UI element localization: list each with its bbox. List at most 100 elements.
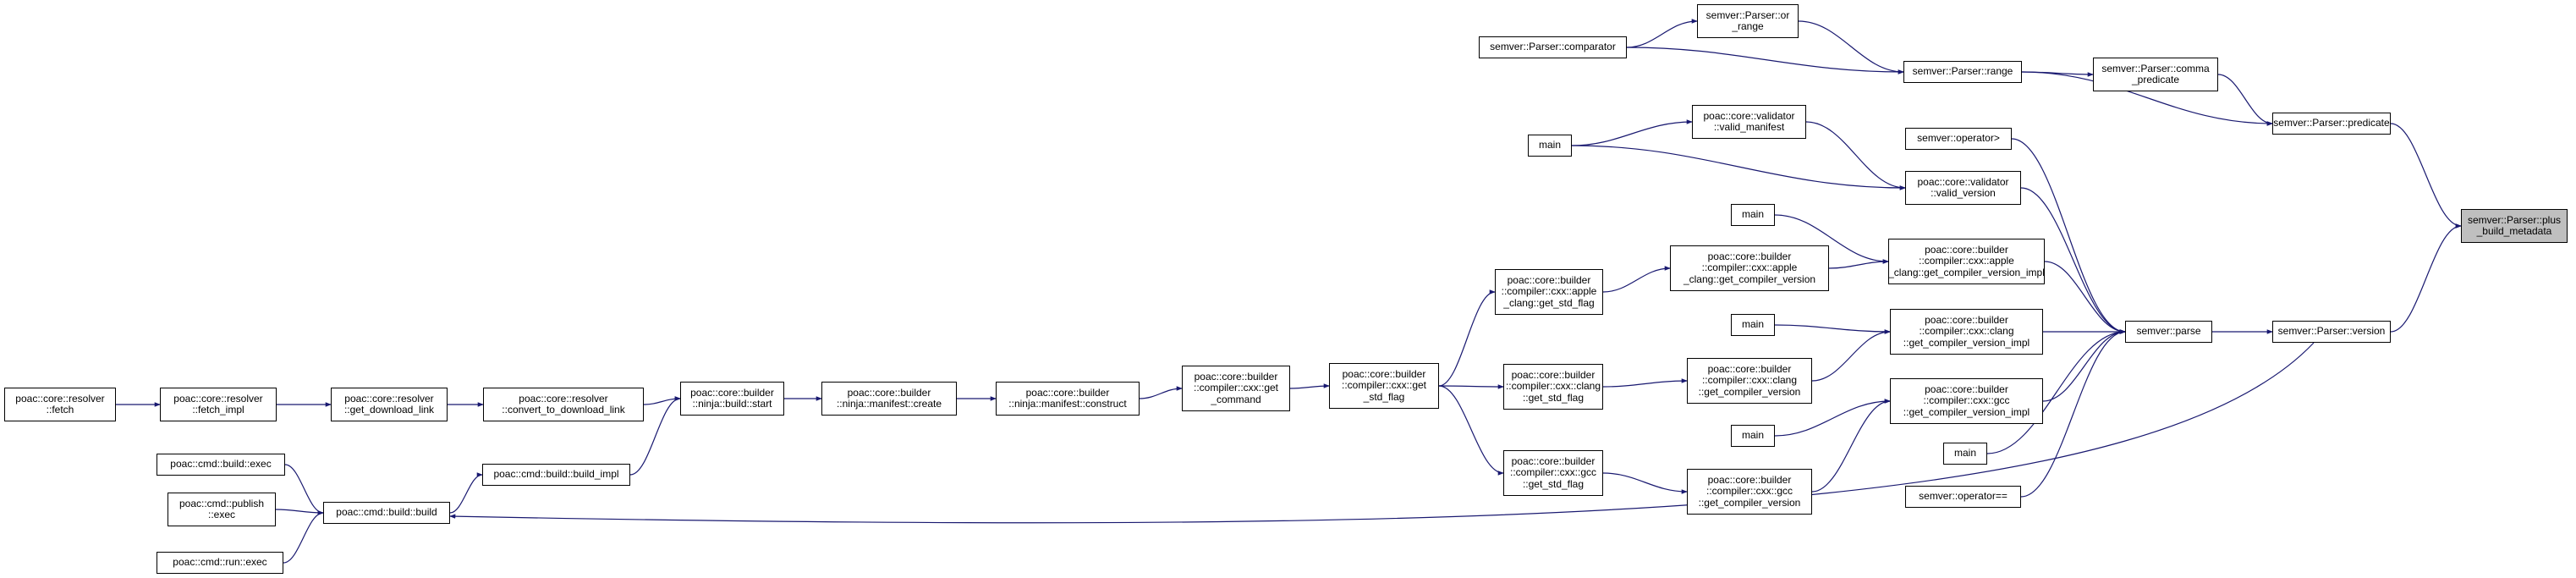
node-label-line: poac::cmd::run::exec: [173, 556, 267, 569]
edge-main-gcc-to-gcc-impl: [1774, 399, 1891, 437]
edge-apple-ver-to-apple-impl: [1828, 259, 1889, 269]
node-label-line: ::fetch_impl: [192, 404, 244, 416]
node-gcc-std[interactable]: poac::core::builder::compiler::cxx::gcc:…: [1503, 450, 1603, 496]
node-label-line: semver::operator>: [1917, 132, 2000, 145]
node-label-line: semver::parse: [2136, 325, 2201, 338]
edge-or-range-to-range: [1798, 20, 1904, 74]
node-fetch[interactable]: poac::core::resolver::fetch: [4, 388, 116, 421]
node-main-parse[interactable]: main: [1943, 443, 1987, 465]
node-label-line: ::compiler::cxx::apple: [1701, 261, 1798, 274]
node-build-impl[interactable]: poac::cmd::build::build_impl: [482, 464, 630, 486]
node-label-line: ::ninja::manifest::create: [836, 398, 942, 410]
node-label-line: semver::Parser::plus: [2467, 213, 2562, 226]
edge-construct-to-get-command: [1139, 386, 1183, 399]
node-or-range[interactable]: semver::Parser::or_range: [1697, 4, 1799, 38]
node-label-line: poac::core::validator: [1703, 109, 1795, 122]
edge-comma-predicate-to-predicate: [2217, 74, 2273, 126]
node-label-line: ::compiler::cxx::gcc: [1923, 394, 2010, 407]
node-label-line: _clang::get_compiler_version_impl: [1888, 266, 2045, 278]
node-gcc-impl[interactable]: poac::core::builder::compiler::cxx::gcc:…: [1890, 378, 2043, 424]
node-label-line: poac::cmd::build::build_impl: [493, 468, 619, 481]
node-cxx-std[interactable]: poac::core::builder::compiler::cxx::get_…: [1329, 363, 1439, 409]
node-label-line: _clang::get_compiler_version: [1683, 272, 1816, 285]
node-main-clang[interactable]: main: [1731, 314, 1775, 336]
node-label-line: ::convert_to_download_link: [502, 404, 625, 416]
node-label-line: ::compiler::cxx::get: [1193, 382, 1279, 394]
node-build-exec[interactable]: poac::cmd::build::exec: [157, 454, 285, 476]
edge-main-top-to-valid-manifest: [1571, 119, 1693, 146]
node-label-line: _command: [1211, 393, 1261, 405]
node-label-line: ::compiler::cxx::clang: [1505, 380, 1601, 393]
node-label-line: poac::core::resolver: [519, 392, 608, 405]
node-valid-manifest[interactable]: poac::core::validator::valid_manifest: [1692, 105, 1806, 139]
edge-clang-ver-to-clang-impl: [1811, 329, 1891, 382]
node-label-line: poac::core::builder: [1925, 383, 2008, 395]
node-apple-std[interactable]: poac::core::builder::compiler::cxx::appl…: [1495, 269, 1603, 315]
node-get-command[interactable]: poac::core::builder::compiler::cxx::get_…: [1182, 366, 1290, 411]
node-predicate[interactable]: semver::Parser::predicate: [2272, 113, 2391, 135]
node-label-line: poac::cmd::build::exec: [170, 458, 272, 471]
node-run-exec[interactable]: poac::cmd::run::exec: [157, 552, 283, 574]
edge-run-exec-to-build: [283, 510, 324, 564]
node-operator-gt[interactable]: semver::operator>: [1905, 128, 2012, 150]
node-construct[interactable]: poac::core::builder::ninja::manifest::co…: [996, 382, 1140, 416]
node-main-top[interactable]: main: [1528, 135, 1572, 157]
node-build[interactable]: poac::cmd::build::build: [323, 502, 450, 524]
node-gcc-ver[interactable]: poac::core::builder::compiler::cxx::gcc:…: [1687, 469, 1812, 515]
node-main-gcc[interactable]: main: [1731, 425, 1775, 447]
node-label-line: ::get_download_link: [343, 404, 435, 416]
node-parse[interactable]: semver::parse: [2125, 321, 2212, 343]
node-convert[interactable]: poac::core::resolver::convert_to_downloa…: [483, 388, 644, 421]
edge-gcc-std-to-gcc-ver: [1602, 472, 1688, 494]
node-label-line: poac::core::builder: [1342, 367, 1426, 380]
node-publish-exec[interactable]: poac::cmd::publish::exec: [168, 493, 276, 526]
node-label-line: ::compiler::cxx::gcc: [1509, 466, 1597, 479]
node-apple-ver[interactable]: poac::core::builder::compiler::cxx::appl…: [1670, 245, 1829, 291]
node-fetch-impl[interactable]: poac::core::resolver::fetch_impl: [160, 388, 277, 421]
node-operator-eq[interactable]: semver::operator==: [1905, 486, 2021, 508]
edge-main-top-to-valid-version: [1571, 145, 1906, 190]
edge-range-to-predicate: [2021, 71, 2273, 126]
node-label-line: _clang::get_std_flag: [1503, 296, 1595, 309]
edge-predicate-to-plus-build-metadata: [2390, 123, 2462, 228]
node-start[interactable]: poac::core::builder::ninja::build::start: [680, 382, 784, 416]
edge-apple-std-to-apple-ver: [1602, 266, 1671, 293]
node-main-apple[interactable]: main: [1731, 204, 1775, 226]
node-label-line: semver::Parser::range: [1912, 65, 2013, 78]
edge-publish-exec-to-build: [275, 509, 324, 515]
node-label-line: semver::Parser::comparator: [1490, 41, 1616, 53]
node-label-line: ::ninja::manifest::construct: [1008, 398, 1127, 410]
node-label-line: poac::core::builder: [1507, 273, 1591, 286]
node-comparator[interactable]: semver::Parser::comparator: [1479, 36, 1627, 58]
node-label-line: poac::core::builder: [1925, 313, 2008, 326]
node-comma-predicate[interactable]: semver::Parser::comma_predicate: [2093, 58, 2218, 91]
node-version[interactable]: semver::Parser::version: [2272, 321, 2391, 343]
node-clang-ver[interactable]: poac::core::builder::compiler::cxx::clan…: [1687, 358, 1812, 404]
node-label-line: ::get_std_flag: [1522, 391, 1585, 404]
edge-build-exec-to-build: [284, 464, 324, 515]
node-clang-std[interactable]: poac::core::builder::compiler::cxx::clan…: [1503, 364, 1603, 410]
node-range[interactable]: semver::Parser::range: [1903, 61, 2022, 83]
node-label-line: poac::cmd::publish: [179, 497, 265, 509]
node-clang-impl[interactable]: poac::core::builder::compiler::cxx::clan…: [1890, 309, 2043, 355]
node-label-line: _build_metadata: [2476, 225, 2552, 237]
node-label-line: ::compiler::cxx::clang: [1919, 325, 2014, 338]
node-label-line: poac::core::builder: [690, 386, 774, 399]
node-label-line: poac::core::builder: [1194, 370, 1278, 383]
edge-operator-gt-to-parse: [2011, 138, 2126, 334]
node-label-line: poac::core::resolver: [344, 392, 434, 405]
edge-main-apple-to-apple-impl: [1774, 214, 1889, 264]
node-label-line: poac::core::builder: [1511, 454, 1596, 467]
node-label-line: _range: [1732, 20, 1764, 32]
node-get-download-link[interactable]: poac::core::resolver::get_download_link: [331, 388, 448, 421]
edge-cxx-std-to-apple-std: [1438, 289, 1496, 387]
node-create[interactable]: poac::core::builder::ninja::manifest::cr…: [821, 382, 957, 416]
node-label-line: poac::core::resolver: [15, 392, 105, 405]
node-apple-impl[interactable]: poac::core::builder::compiler::cxx::appl…: [1888, 239, 2045, 284]
node-plus-build-metadata[interactable]: semver::Parser::plus_build_metadata: [2461, 209, 2568, 243]
node-label-line: ::valid_manifest: [1713, 121, 1785, 133]
node-label-line: main: [1741, 318, 1764, 331]
edge-operator-eq-to-parse: [2020, 329, 2126, 498]
node-valid-version[interactable]: poac::core::validator::valid_version: [1905, 171, 2021, 205]
